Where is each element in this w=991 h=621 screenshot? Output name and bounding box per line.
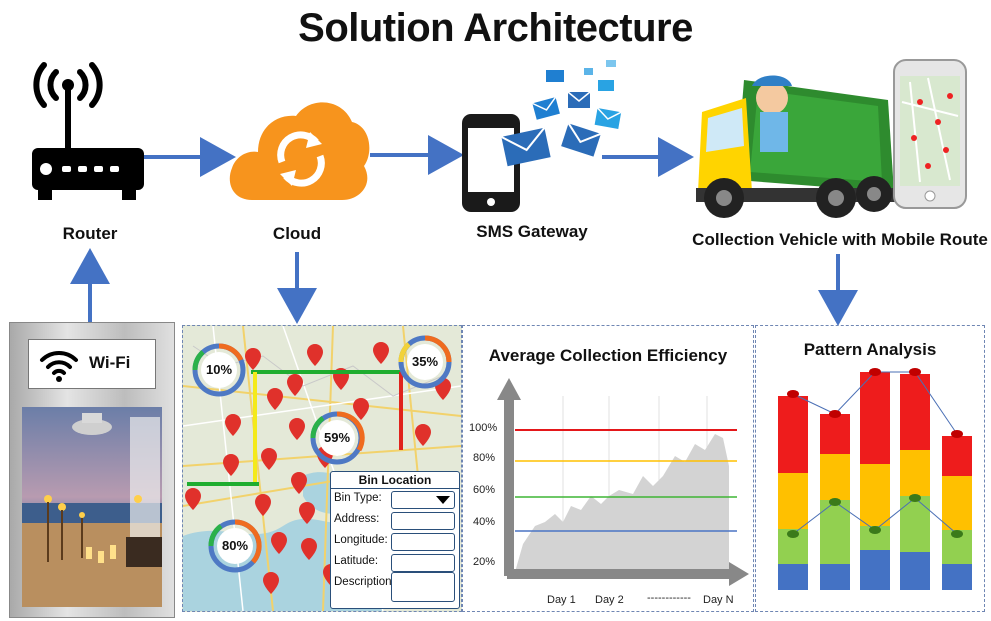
cloud-label: Cloud [272,224,322,243]
cloud-icon [229,102,370,200]
fill-gauge [398,335,452,389]
longitude-field[interactable] [391,533,455,551]
bin-type-label: Bin Type: [334,492,382,504]
pattern-chart-title: Pattern Analysis [803,340,937,359]
pattern-analysis-panel: Pattern Analysis [755,325,985,612]
efficiency-chart-panel: Average Collection Efficiency 100% 80% 6… [462,325,754,612]
wifi-label: Wi-Fi [89,353,131,372]
fill-gauge [208,519,262,573]
x-tick-label: Day N [703,594,734,606]
map-markers [185,335,452,594]
x-tick-label: Day 2 [595,594,624,606]
address-label: Address: [334,513,380,525]
bin-type-select[interactable] [391,491,455,509]
fill-level-label: 80% [221,538,249,553]
envelope-icon [500,127,551,167]
x-tick-label: ------------ [647,592,691,604]
stacked-bar [820,414,850,590]
description-field[interactable] [391,572,455,602]
router-icon [32,62,144,200]
sms-phone-icon [462,60,622,212]
wifi-badge: Wi-Fi [28,339,156,389]
fill-gauge [192,343,246,397]
latitude-label: Latitude: [334,555,379,567]
efficiency-chart-title: Average Collection Efficiency [488,346,728,365]
fill-level-label: 59% [323,430,351,445]
y-tick-label: 20% [473,556,496,568]
pattern-chart [778,368,972,590]
form-title: Bin Location [331,472,459,489]
beach-photo [22,407,162,607]
wifi-icon [40,350,78,382]
address-field[interactable] [391,512,455,530]
mobile-phone-icon [893,59,967,209]
stacked-bar [778,396,808,590]
stacked-bar [942,436,972,590]
y-tick-label: 60% [473,484,496,496]
garbage-truck-icon [696,59,967,218]
wifi-bin-device: Wi-Fi [9,322,175,618]
stacked-bar [900,374,930,590]
x-tick-label: Day 1 [547,594,576,606]
chevron-down-icon [436,496,450,504]
page-title: Solution Architecture [298,6,693,50]
efficiency-chart [497,378,749,586]
fill-gauge [310,411,365,465]
description-label: Description: [334,576,395,588]
fill-level-label: 35% [411,354,439,369]
vehicle-label: Collection Vehicle with Mobile Route [692,230,988,249]
bin-location-form: Bin Location Bin Type: Address: Longitud… [330,471,460,609]
stacked-bar [860,372,890,590]
y-tick-label: 100% [469,422,498,434]
y-tick-label: 40% [473,516,496,528]
sms-label: SMS Gateway [476,222,588,241]
longitude-label: Longitude: [334,534,388,546]
router-label: Router [62,224,118,243]
latitude-field[interactable] [391,554,455,572]
y-tick-label: 80% [473,452,496,464]
bin-map-panel[interactable]: 10% 35% 59% 80% Bin Location Bin Type: A… [182,325,462,612]
fill-level-label: 10% [205,362,233,377]
